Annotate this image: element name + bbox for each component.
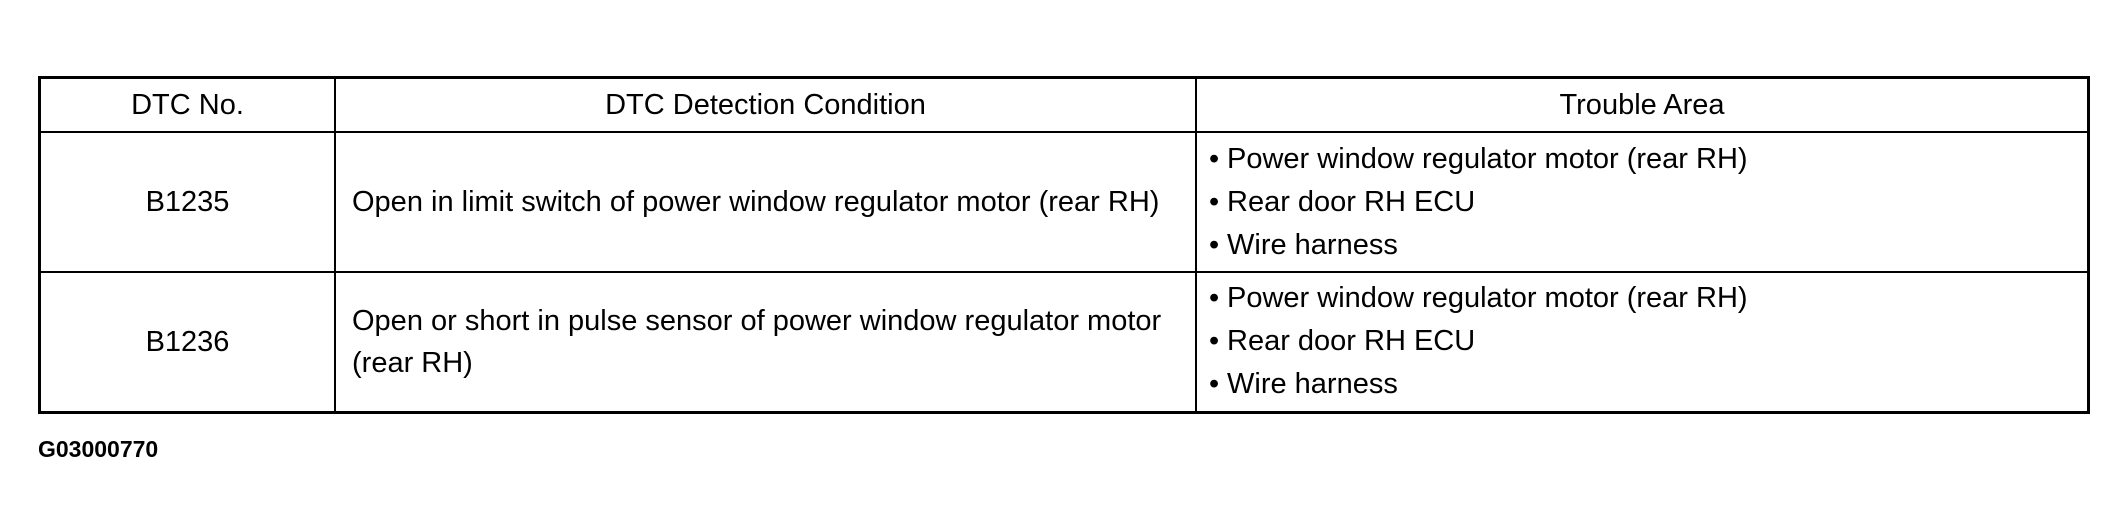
list-item: •Power window regulator motor (rear RH) <box>1209 277 2075 320</box>
list-item: •Wire harness <box>1209 363 2075 406</box>
bullet-icon: • <box>1209 185 1220 218</box>
dtc-code-cell: B1236 <box>38 271 336 413</box>
trouble-area-list: •Power window regulator motor (rear RH) … <box>1209 277 2075 406</box>
trouble-area-cell: •Power window regulator motor (rear RH) … <box>1195 271 2090 413</box>
trouble-area-item: Power window regulator motor (rear RH) <box>1227 142 1748 175</box>
list-item: •Power window regulator motor (rear RH) <box>1209 138 2075 181</box>
trouble-area-item: Wire harness <box>1227 368 1398 401</box>
bullet-icon: • <box>1209 142 1220 175</box>
trouble-area-list: •Power window regulator motor (rear RH) … <box>1209 138 2075 267</box>
figure-code: G03000770 <box>38 436 159 462</box>
trouble-area-item: Rear door RH ECU <box>1227 325 1476 358</box>
bullet-icon: • <box>1209 368 1220 401</box>
bullet-icon: • <box>1209 228 1220 261</box>
list-item: •Wire harness <box>1209 224 2075 267</box>
trouble-area-item: Power window regulator motor (rear RH) <box>1227 282 1748 315</box>
dtc-code-cell: B1235 <box>38 131 336 273</box>
bullet-icon: • <box>1209 325 1220 358</box>
header-detection-condition: DTC Detection Condition <box>334 76 1197 133</box>
header-trouble-area: Trouble Area <box>1195 76 2090 133</box>
header-row: DTC No. DTC Detection Condition Trouble … <box>38 76 2090 133</box>
dtc-table: DTC No. DTC Detection Condition Trouble … <box>38 76 2090 414</box>
list-item: •Rear door RH ECU <box>1209 181 2075 224</box>
table-header: DTC No. DTC Detection Condition Trouble … <box>38 76 2090 133</box>
detection-condition-cell: Open in limit switch of power window reg… <box>334 131 1197 273</box>
table-row: B1236 Open or short in pulse sensor of p… <box>38 271 2090 413</box>
table-body: B1235 Open in limit switch of power wind… <box>38 131 2090 413</box>
trouble-area-cell: •Power window regulator motor (rear RH) … <box>1195 131 2090 273</box>
table-row: B1235 Open in limit switch of power wind… <box>38 131 2090 273</box>
list-item: •Rear door RH ECU <box>1209 320 2075 363</box>
header-dtc-no: DTC No. <box>38 76 336 133</box>
trouble-area-item: Wire harness <box>1227 228 1398 261</box>
trouble-area-item: Rear door RH ECU <box>1227 185 1476 218</box>
bullet-icon: • <box>1209 282 1220 315</box>
detection-condition-cell: Open or short in pulse sensor of power w… <box>334 271 1197 413</box>
